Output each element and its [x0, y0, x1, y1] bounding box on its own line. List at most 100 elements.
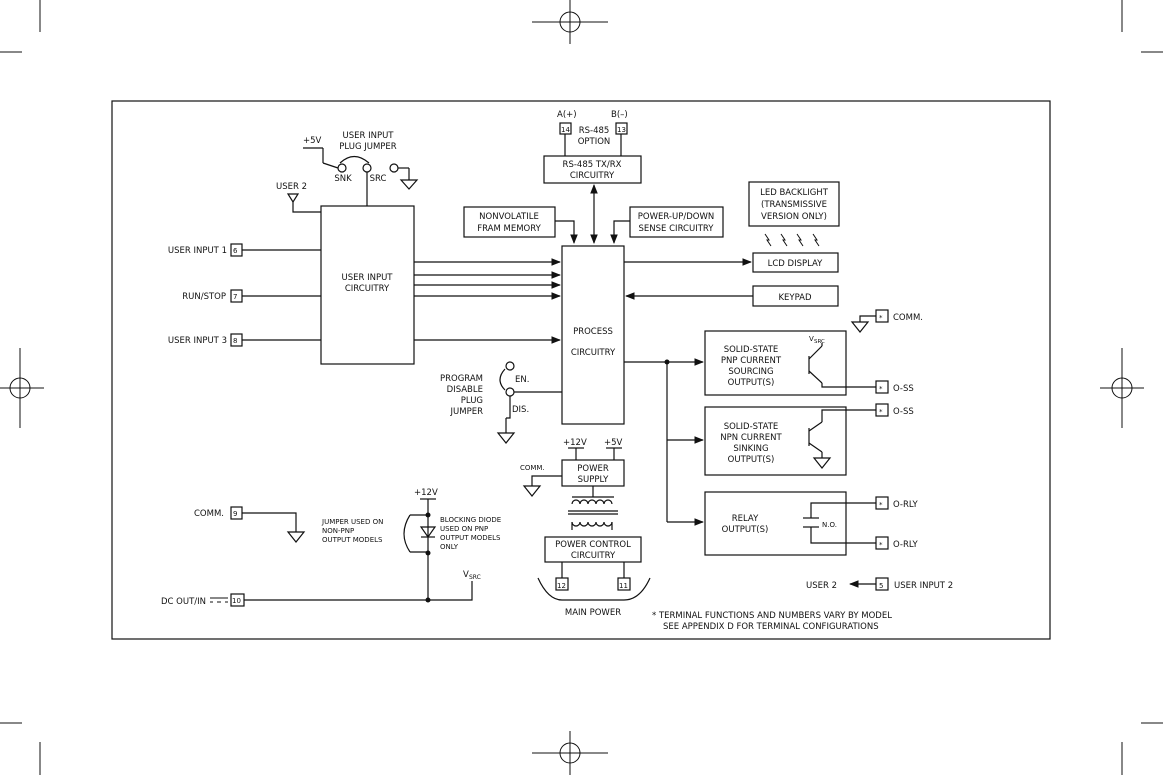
plus5v-top-label: +5V — [303, 136, 322, 146]
power-updown-line1: POWER-UP/DOWN — [638, 212, 714, 222]
power-control-line1: POWER CONTROL — [555, 540, 631, 550]
o-ss-2-label: O-SS — [893, 407, 914, 417]
pnp-line2: PNP CURRENT — [721, 356, 782, 366]
power-updown-block — [629, 206, 724, 238]
nonvolatile-memory-block — [463, 206, 556, 238]
user2-top-label: USER 2 — [276, 182, 307, 192]
npn-line4: OUTPUT(S) — [728, 455, 775, 465]
registration-mark-top — [532, 0, 608, 44]
npn-line1: SOLID-STATE — [724, 422, 779, 432]
terminal-comm-right — [875, 309, 889, 323]
terminal-11 — [617, 577, 631, 591]
user-input-2-label: USER INPUT 2 — [894, 581, 953, 591]
terminal-7-label: 7 — [233, 293, 237, 301]
terminal-9-label: 9 — [233, 510, 237, 518]
main-power-label: MAIN POWER — [565, 608, 621, 618]
terminal-o-rly-1 — [875, 496, 889, 510]
lcd-display-block — [752, 252, 839, 273]
terminal-12-label: 12 — [557, 582, 566, 590]
power-control-block — [544, 536, 642, 563]
jumper-used-line2: NON-PNP — [322, 527, 354, 535]
terminal-5 — [875, 577, 889, 591]
jumper-used-line1: JUMPER USED ON — [321, 518, 383, 526]
program-disable-line1: PROGRAM — [440, 374, 483, 384]
power-control-line2: CIRCUITRY — [571, 551, 616, 561]
terminal-o-ss-2-star: * — [879, 408, 883, 416]
registration-mark-right — [1100, 348, 1144, 428]
terminal-13-label: 13 — [617, 126, 626, 134]
blocking-diode-line2: USED ON PNP — [440, 525, 488, 533]
vsrc-pnp-sub: SRC — [814, 339, 825, 345]
user-input-1-label: USER INPUT 1 — [168, 246, 227, 256]
power-supply-block — [561, 459, 625, 487]
relay-contact-label: N.O. — [822, 521, 837, 529]
program-disable-line2: DISABLE — [447, 385, 483, 395]
nonvolatile-line2: FRAM MEMORY — [477, 224, 541, 234]
program-disable-line3: PLUG — [461, 396, 483, 406]
plus12v-left-label: +12V — [414, 488, 438, 498]
blocking-diode-icon — [419, 526, 437, 539]
terminal-14-label: 14 — [561, 126, 570, 134]
user-input-plug-jumper-line1: USER INPUT — [343, 131, 395, 141]
rs485-circuitry-line2: CIRCUITRY — [570, 171, 615, 181]
blocking-diode-line1: BLOCKING DIODE — [440, 516, 501, 524]
rs485-option-line2: OPTION — [578, 137, 611, 147]
comm-ps-label: COMM. — [520, 464, 545, 472]
plus5v-ps-label: +5V — [604, 438, 623, 448]
rs485-option-line1: RS-485 — [579, 126, 610, 136]
en-label: EN. — [515, 375, 529, 385]
lcd-display-label: LCD DISPLAY — [768, 259, 824, 269]
power-updown-line2: SENSE CIRCUITRY — [639, 224, 715, 234]
dc-out-in-label: DC OUT/IN — [161, 597, 206, 607]
nonvolatile-line1: NONVOLATILE — [479, 212, 539, 222]
pnp-line3: SOURCING — [728, 367, 773, 377]
terminal-10 — [230, 593, 245, 607]
user-input-plug-jumper-line2: PLUG JUMPER — [339, 142, 397, 152]
registration-mark-bottom — [532, 731, 608, 775]
pnp-line4: OUTPUT(S) — [728, 378, 775, 388]
jumper-used-line3: OUTPUT MODELS — [322, 536, 383, 544]
terminal-12 — [555, 577, 569, 591]
blocking-diode-line4: ONLY — [440, 543, 459, 551]
diagram-frame — [111, 100, 1051, 640]
run-stop-label: RUN/STOP — [182, 292, 226, 302]
transformer-icon — [568, 496, 618, 530]
led-backlight-block — [748, 181, 840, 227]
relay-contact-icon — [803, 502, 876, 544]
terminal-10-label: 10 — [232, 597, 241, 605]
led-backlight-line3: VERSION ONLY) — [761, 212, 827, 222]
terminal-o-ss-1-star: * — [879, 385, 883, 393]
relay-line2: OUTPUT(S) — [722, 525, 769, 535]
vsrc-left: V — [463, 570, 469, 580]
vsrc-left-sub: SRC — [469, 574, 481, 581]
rs485-circuitry-block — [543, 155, 642, 184]
comm-right-label: COMM. — [893, 313, 923, 323]
user2-arrow-label: USER 2 — [806, 581, 837, 591]
o-rly-1-label: O-RLY — [893, 500, 919, 510]
terminal-o-rly-2 — [875, 536, 889, 550]
process-line2: CIRCUITRY — [571, 348, 616, 358]
note-line2: SEE APPENDIX D FOR TERMINAL CONFIGURATIO… — [663, 622, 879, 632]
user-input-3-label: USER INPUT 3 — [168, 336, 227, 346]
a-plus-label: A(+) — [557, 110, 577, 120]
power-supply-line1: POWER — [577, 464, 609, 474]
dis-label: DIS. — [512, 405, 529, 415]
terminal-6-label: 6 — [233, 247, 238, 255]
rs485-circuitry-line1: RS-485 TX/RX — [563, 160, 622, 170]
npn-transistor-icon — [808, 421, 832, 469]
pnp-line1: SOLID-STATE — [724, 345, 779, 355]
keypad-label: KEYPAD — [778, 293, 812, 303]
user-input-circuitry-line2: CIRCUITRY — [345, 284, 390, 294]
led-light-arrows-icon — [764, 233, 820, 247]
npn-line2: NPN CURRENT — [720, 433, 782, 443]
relay-line1: RELAY — [732, 514, 759, 524]
terminal-comm-right-star: * — [879, 314, 883, 322]
led-backlight-line2: (TRANSMISSIVE — [761, 200, 827, 210]
terminal-8-label: 8 — [233, 337, 237, 345]
terminal-11-label: 11 — [619, 582, 628, 590]
snk-label: SNK — [334, 174, 352, 184]
o-ss-1-label: O-SS — [893, 384, 914, 394]
led-backlight-line1: LED BACKLIGHT — [760, 188, 829, 198]
